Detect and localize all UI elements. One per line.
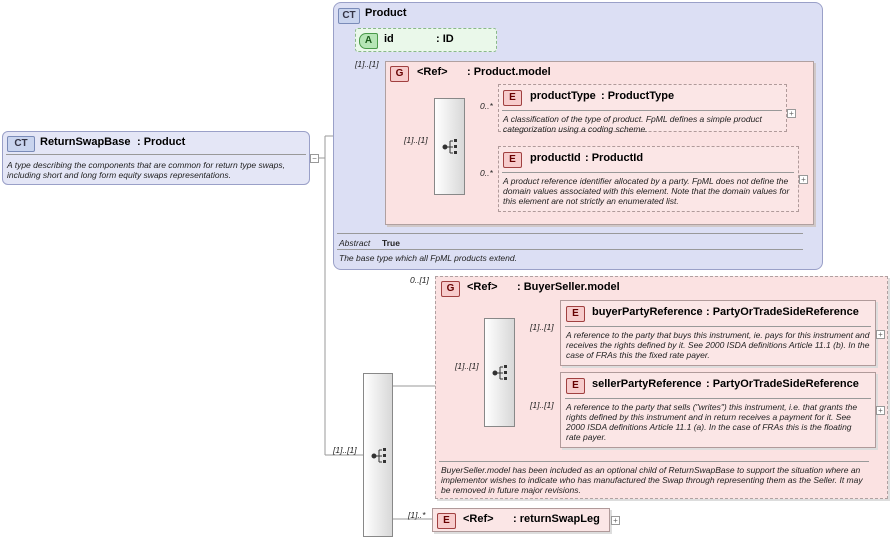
multiplicity: [1]..[1] — [530, 322, 554, 332]
productid-name: productId — [530, 152, 581, 164]
multiplicity: 0..* — [480, 101, 493, 111]
producttype-name: productType — [530, 90, 596, 102]
element-producttype[interactable] — [498, 84, 787, 132]
multiplicity: [1]..* — [408, 510, 426, 520]
complex-type-badge: CT — [338, 8, 360, 24]
buyerpartyreference-name: buyerPartyReference — [592, 306, 703, 318]
attribute-id[interactable] — [355, 28, 497, 52]
sequence-compositor[interactable] — [363, 373, 393, 537]
complex-type-badge: CT — [7, 136, 35, 152]
sequence-icon — [492, 365, 507, 380]
separator — [565, 326, 871, 327]
element-badge: E — [503, 152, 522, 168]
producttype-type: : ProductType — [601, 90, 675, 102]
separator — [6, 154, 306, 155]
attribute-id-name: id — [384, 33, 394, 45]
group-name: : BuyerSeller.model — [517, 281, 620, 293]
multiplicity: [1]..[1] — [530, 400, 554, 410]
expand-icon[interactable]: + — [876, 330, 885, 339]
element-badge: E — [566, 306, 585, 322]
separator — [565, 398, 871, 399]
group-ref: <Ref> — [417, 66, 448, 78]
group-name: : Product.model — [467, 66, 551, 78]
attribute-badge: A — [359, 33, 378, 49]
element-sellerpartyreference[interactable] — [560, 372, 876, 448]
group-badge: G — [390, 66, 409, 82]
buyerseller-description: BuyerSeller.model has been included as a… — [441, 465, 863, 495]
element-badge: E — [503, 90, 522, 106]
returnswapbase-type: : Product — [137, 136, 186, 148]
sellerpartyreference-type: : PartyOrTradeSideReference — [706, 378, 859, 390]
expand-icon[interactable]: + — [876, 406, 885, 415]
multiplicity: [1]..[1] — [455, 361, 479, 371]
separator — [337, 249, 803, 250]
product-description: The base type which all FpML products ex… — [339, 253, 517, 263]
expand-icon[interactable]: + — [799, 175, 808, 184]
multiplicity: [1]..[1] — [355, 59, 379, 69]
expand-icon[interactable]: + — [787, 109, 796, 118]
productid-type: : ProductId — [585, 152, 644, 164]
group-ref: <Ref> — [467, 281, 498, 293]
separator — [502, 110, 782, 111]
separator — [337, 233, 803, 234]
productid-description: A product reference identifier allocated… — [503, 176, 790, 206]
sellerpartyreference-name: sellerPartyReference — [592, 378, 702, 390]
abstract-label: Abstract — [339, 238, 371, 248]
returnswapbase-name: ReturnSwapBase — [40, 136, 131, 148]
separator — [439, 461, 869, 462]
element-badge: E — [566, 378, 585, 394]
returnswapbase-description: A type describing the components that ar… — [7, 160, 285, 180]
sequence-compositor[interactable] — [434, 98, 465, 195]
buyerpartyreference-description: A reference to the party that buys this … — [566, 330, 870, 360]
multiplicity: 0..* — [480, 168, 493, 178]
sequence-compositor[interactable] — [484, 318, 515, 427]
sequence-icon — [371, 448, 386, 463]
element-productid[interactable] — [498, 146, 799, 212]
buyerpartyreference-type: : PartyOrTradeSideReference — [706, 306, 859, 318]
element-badge: E — [437, 513, 456, 529]
product-name: Product — [365, 7, 407, 19]
returnswapbase-card[interactable] — [2, 131, 310, 185]
producttype-description: A classification of the type of product.… — [503, 114, 762, 134]
element-buyerpartyreference[interactable] — [560, 300, 876, 366]
returnswapleg-name: : returnSwapLeg — [513, 513, 600, 525]
element-returnswapleg[interactable] — [432, 508, 610, 532]
multiplicity: [1]..[1] — [333, 445, 357, 455]
expand-icon[interactable]: + — [611, 516, 620, 525]
sequence-icon — [442, 139, 457, 154]
attribute-id-type: : ID — [436, 33, 454, 45]
returnswapleg-ref: <Ref> — [463, 513, 494, 525]
group-badge: G — [441, 281, 460, 297]
collapse-icon[interactable]: − — [310, 154, 319, 163]
abstract-value: True — [382, 238, 400, 248]
sellerpartyreference-description: A reference to the party that sells ("wr… — [566, 402, 858, 442]
separator — [502, 172, 794, 173]
multiplicity: [1]..[1] — [404, 135, 428, 145]
multiplicity: 0..[1] — [410, 275, 429, 285]
